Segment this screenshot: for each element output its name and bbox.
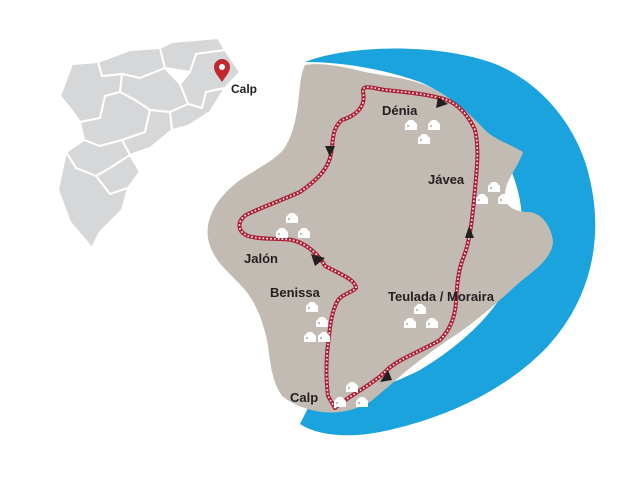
locator-map: Calp	[57, 37, 257, 249]
main-map: Dénia Jávea Jalón Benissa Teulada / Mora…	[207, 48, 596, 436]
triangle-arrow-icon	[380, 370, 392, 382]
town-label-jalon: Jalón	[244, 251, 278, 266]
triangle-arrow-icon	[436, 97, 448, 108]
sea-area	[300, 48, 596, 436]
route-path	[237, 85, 480, 410]
triangle-arrow-icon	[325, 146, 335, 157]
town-label-denia: Dénia	[382, 103, 418, 118]
town-label-javea: Jávea	[428, 172, 465, 187]
locator-label-calp: Calp	[231, 82, 257, 96]
town-label-teulada-moraira: Teulada / Moraira	[388, 289, 495, 304]
land-area	[207, 64, 553, 413]
triangle-arrow-icon	[465, 226, 474, 238]
map-pin-icon	[214, 59, 230, 82]
town-label-calp: Calp	[290, 390, 318, 405]
town-label-benissa: Benissa	[270, 285, 321, 300]
locator-region-alacanti	[121, 109, 173, 156]
triangle-arrow-icon	[311, 254, 325, 266]
locator-region-vega-baja	[57, 151, 129, 249]
